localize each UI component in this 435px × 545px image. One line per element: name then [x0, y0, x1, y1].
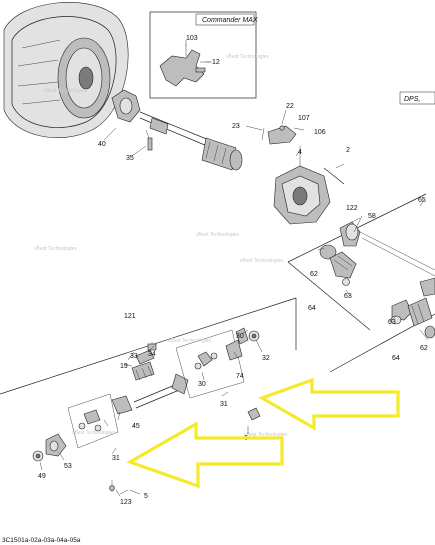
- part-label-22: 22: [286, 103, 294, 110]
- inset-title: Commander MAX: [202, 17, 258, 24]
- part-label-63-a: 63: [344, 293, 352, 300]
- part-label-58: 58: [368, 213, 376, 220]
- commander-max-inset: Commander MAX vBest Technologies: [149, 11, 269, 99]
- svg-text:vBest Technologies: vBest Technologies: [196, 232, 239, 238]
- leader-lines: [39, 40, 429, 497]
- part-label-122: 122: [346, 205, 358, 212]
- part-label-64-b: 64: [392, 355, 400, 362]
- side-label: DPS,: [404, 96, 420, 103]
- part-label-107: 107: [298, 115, 310, 122]
- part-label-30-b: 30: [198, 381, 206, 388]
- part-label-103: 103: [186, 35, 198, 42]
- part-label-35: 35: [126, 155, 134, 162]
- side-box: DPS,: [399, 91, 435, 105]
- gearbox: [261, 125, 345, 225]
- part-label-65: 65: [418, 197, 426, 204]
- part-label-62-a: 62: [310, 271, 318, 278]
- part-label-31-a: 31: [220, 401, 228, 408]
- svg-text:vBest Technologies: vBest Technologies: [34, 246, 77, 252]
- part-label-40: 40: [98, 141, 106, 148]
- part-label-53: 53: [64, 463, 72, 470]
- part-label-23: 23: [232, 123, 240, 130]
- part-label-62-b: 62: [420, 345, 428, 352]
- svg-text:vBest Technologies: vBest Technologies: [244, 432, 287, 438]
- part-label-12: 12: [212, 59, 220, 66]
- diagram-code: 3C1501a-02a-03a-04a-05a: [2, 537, 81, 544]
- svg-text:vBest Technologies: vBest Technologies: [240, 258, 283, 264]
- front-axle: [111, 89, 243, 171]
- part-label-106: 106: [314, 129, 326, 136]
- part-label-121: 121: [124, 313, 136, 320]
- part-label-33: 33: [130, 353, 138, 360]
- part-label-63-b: 63: [388, 319, 396, 326]
- part-label-19: 19: [120, 363, 128, 370]
- rear-axle-box: [287, 193, 435, 373]
- part-labels: 103 12 40 35 22 107 106 23 4 2 122 58 65…: [38, 35, 428, 506]
- part-label-45: 45: [132, 423, 140, 430]
- highlight-arrows: [126, 377, 400, 489]
- svg-text:vBest Technologies: vBest Technologies: [44, 88, 87, 94]
- part-label-30-a: 30: [236, 333, 244, 340]
- watermarks: vBest Technologies vBest Technologies vB…: [34, 88, 287, 438]
- watermark: vBest Technologies: [226, 54, 269, 60]
- part-label-2: 2: [346, 147, 350, 154]
- svg-text:vBest Technologies: vBest Technologies: [168, 338, 211, 344]
- driveshaft-box: [0, 297, 297, 495]
- part-label-64-a: 64: [308, 305, 316, 312]
- part-label-74: 74: [236, 373, 244, 380]
- part-label-4: 4: [298, 149, 302, 156]
- wheel-assembly: [3, 2, 129, 138]
- part-label-32: 32: [262, 355, 270, 362]
- part-label-31-b: 31: [112, 455, 120, 462]
- highlight-arrow-lower: [126, 421, 284, 489]
- svg-text:vBest Technologies: vBest Technologies: [72, 430, 115, 436]
- part-label-49: 49: [38, 473, 46, 480]
- highlight-arrow-upper: [258, 377, 400, 431]
- part-label-123: 123: [120, 499, 132, 506]
- part-label-34: 34: [148, 351, 156, 358]
- part-label-5: 5: [144, 493, 148, 500]
